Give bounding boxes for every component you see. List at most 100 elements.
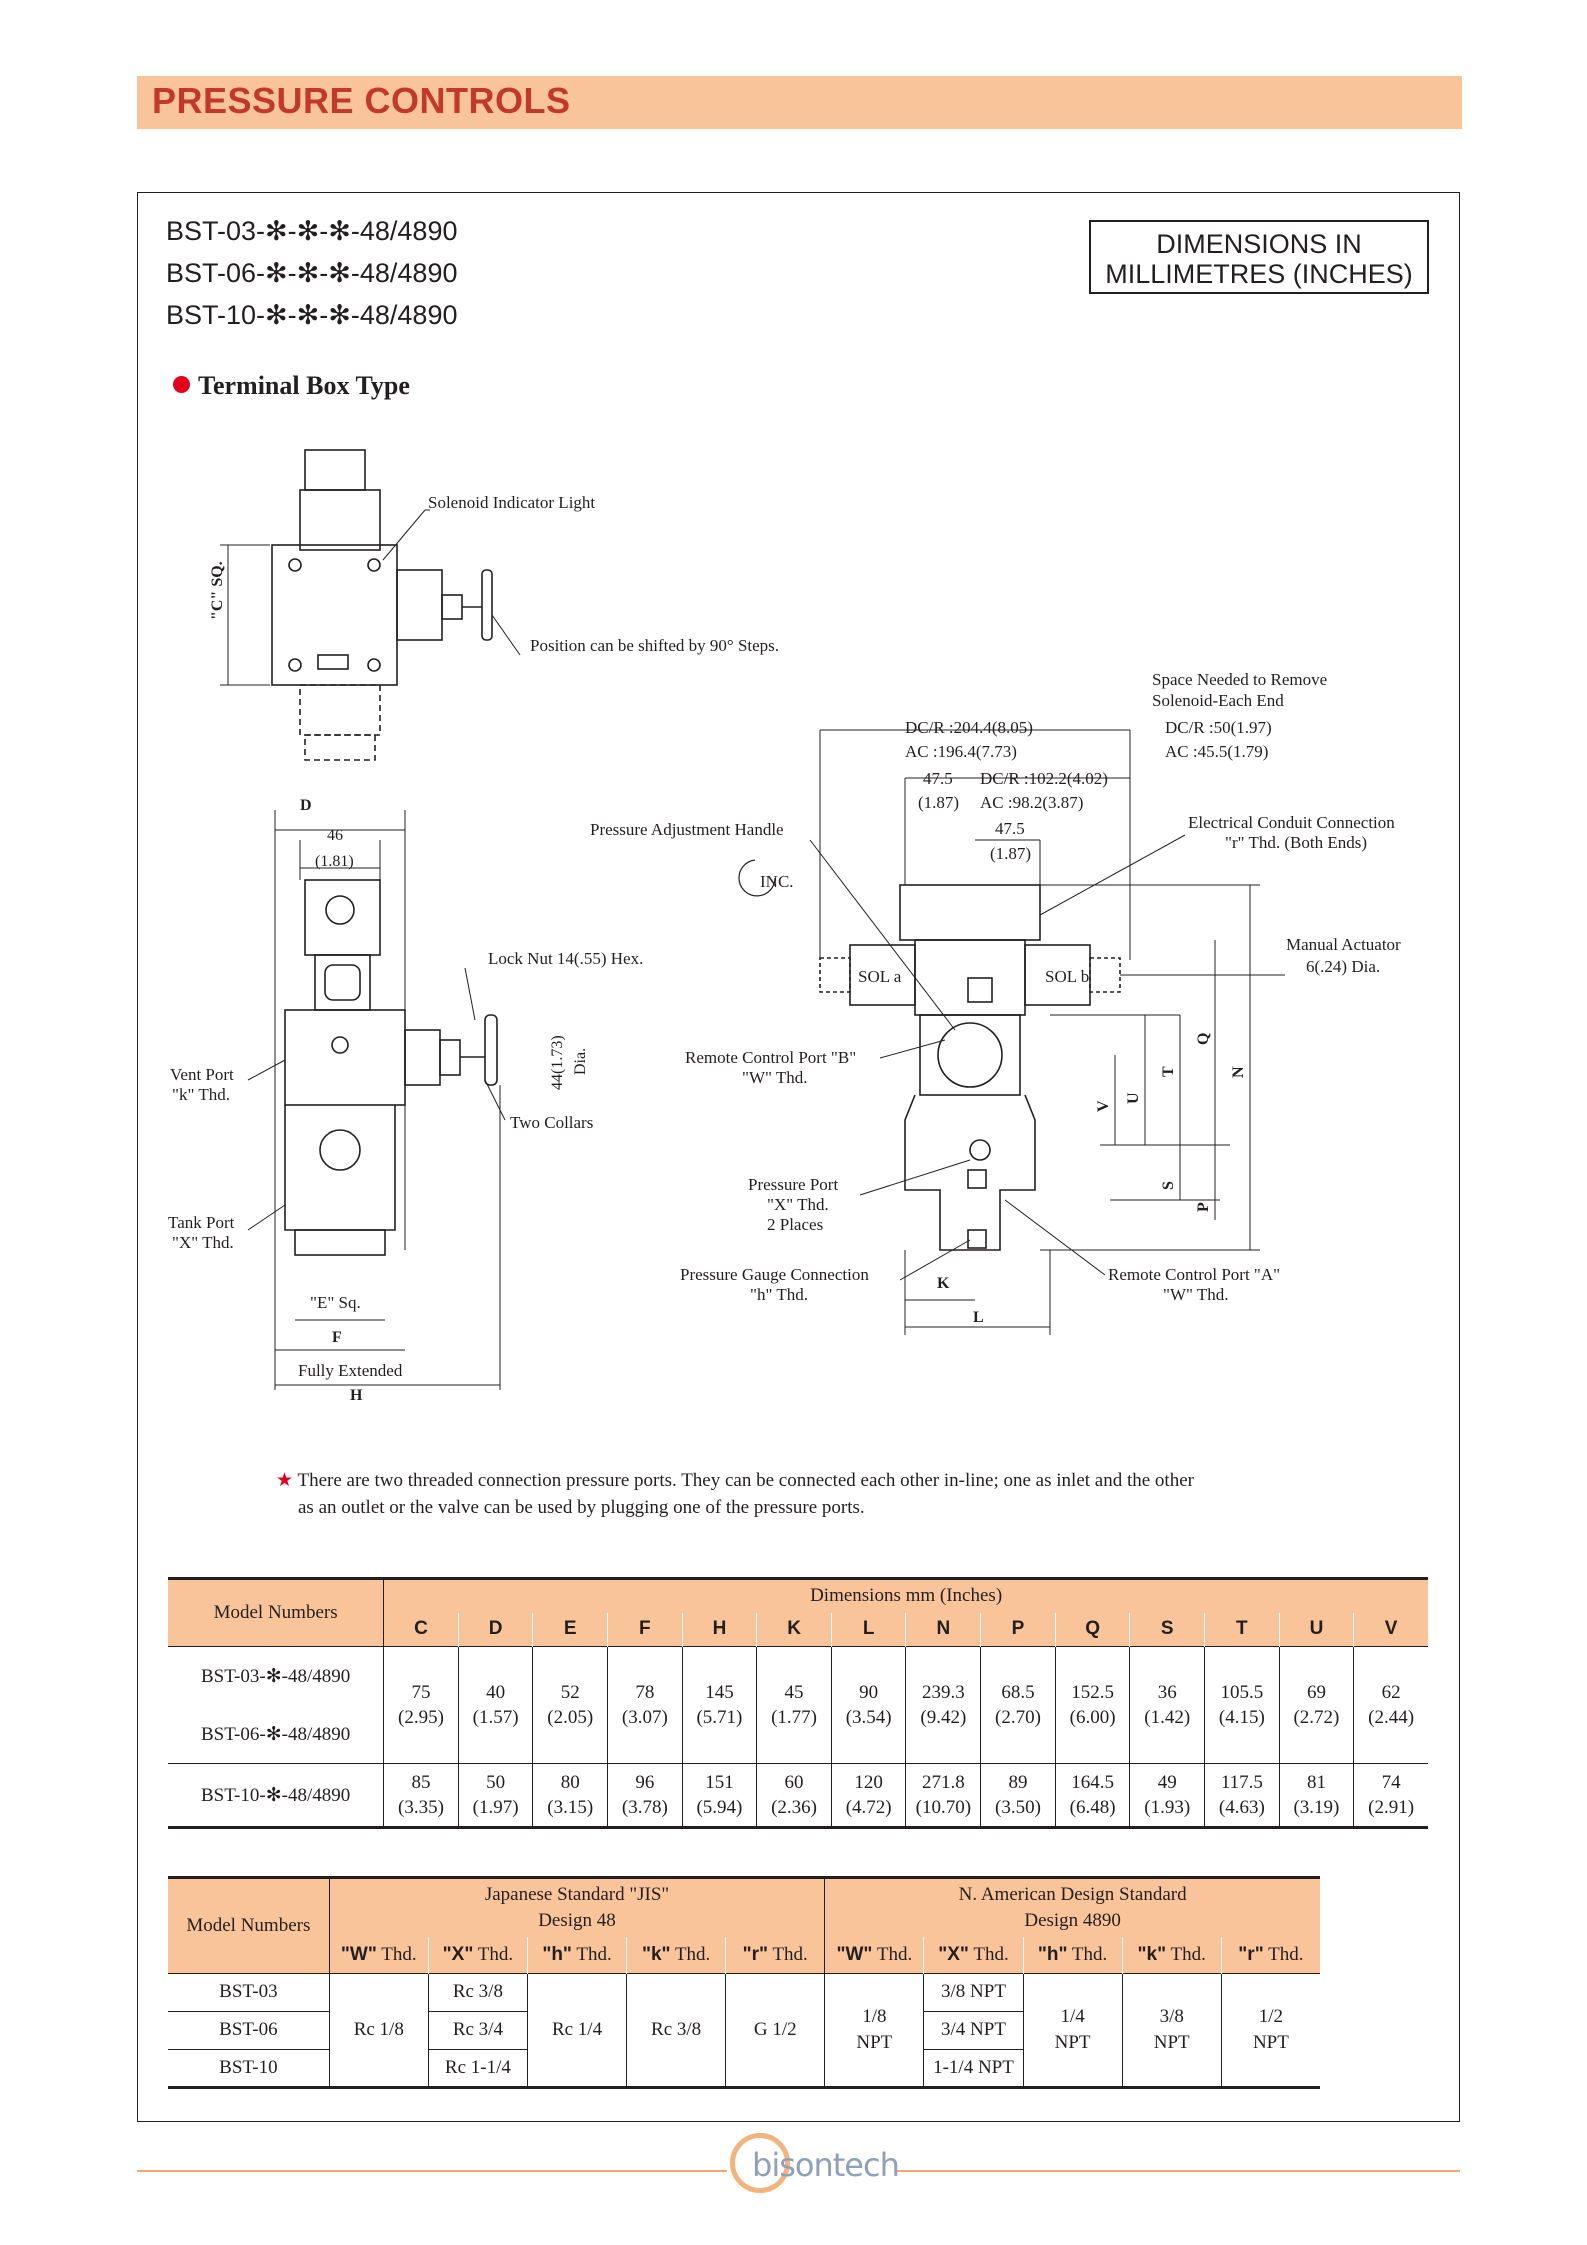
dim-col-u: U — [1279, 1612, 1355, 1647]
label-gauge-conn: Pressure Gauge Connection — [680, 1265, 869, 1284]
dim-value-mm: 40 — [486, 1682, 506, 1703]
dim-value-in: (10.70) — [915, 1797, 972, 1818]
dim-value-in: (5.71) — [696, 1707, 743, 1728]
thread-table: Model Numbers Japanese Standard "JIS"Des… — [168, 1876, 1320, 2089]
label-remote-a-thd: "W" Thd. — [1163, 1285, 1229, 1304]
dim-value-in: (3.50) — [995, 1797, 1041, 1818]
brand-logo: bisontech — [752, 2146, 900, 2184]
dim-cell-t: 105.5 (4.15) — [1204, 1646, 1280, 1764]
dim-cell-e: 80(3.15) — [532, 1763, 609, 1828]
thd-model: BST-10 — [168, 2049, 330, 2087]
dim-model-06: BST-06-✻-48/4890 — [168, 1705, 385, 1764]
jis-x-cell: Rc 3/8 — [428, 1973, 528, 2011]
content-frame — [137, 192, 1460, 2122]
thd-col-8: "k" Thd. — [1122, 1937, 1222, 1973]
jis-x-cell: Rc 1-1/4 — [428, 2049, 528, 2087]
thd-col-0: "W" Thd. — [329, 1937, 429, 1973]
label-47-5-b: 47.5 — [995, 819, 1025, 838]
header-band — [137, 76, 1462, 129]
bullet-icon — [173, 376, 190, 393]
label-sol-a: SOL a — [858, 967, 902, 986]
dimensions-unit-box: DIMENSIONS IN MILLIMETRES (INCHES) — [1089, 220, 1429, 294]
model-line-06: BST-06-✻-✻-✻-48/4890 — [166, 258, 458, 288]
label-position-shift: Position can be shifted by 90° Steps. — [530, 636, 779, 655]
dim-value-in: (2.05) — [547, 1707, 594, 1728]
dim-cell-f: 96(3.78) — [607, 1763, 683, 1828]
dim-col-f: F — [607, 1612, 683, 1647]
label-dcr-204: DC/R :204.4(8.05) — [905, 718, 1033, 737]
dims-box-line2: MILLIMETRES (INCHES) — [1105, 259, 1413, 289]
dim-cell-n: 271.8(10.70) — [905, 1763, 982, 1828]
dim-col-n: N — [905, 1612, 982, 1647]
dim-value-mm: 90 — [859, 1682, 879, 1703]
dim-col-c: C — [383, 1612, 459, 1647]
label-sol-b: SOL b — [1045, 967, 1089, 986]
dim-cell-q: 164.5(6.48) — [1055, 1763, 1131, 1828]
label-ac-98: AC :98.2(3.87) — [980, 793, 1083, 812]
dim-col-h: H — [682, 1612, 758, 1647]
dim-value-mm: 60 — [784, 1772, 804, 1793]
dim-value-mm: 145 — [705, 1682, 734, 1703]
label-t: T — [1160, 1066, 1177, 1077]
dim-value-in: (3.19) — [1293, 1797, 1340, 1818]
label-47-5-a: 47.5 — [923, 769, 953, 788]
jis-w-cell: Rc 1/8 — [329, 1973, 429, 2087]
label-q: Q — [1195, 1033, 1212, 1045]
dim-value-mm: 239.3 — [921, 1682, 965, 1703]
dim-cell-v: 74 (2.91) — [1354, 1764, 1428, 1828]
dim-value-in: (2.91) — [1368, 1797, 1415, 1818]
thd-col-3: "k" Thd. — [626, 1937, 727, 1973]
dim-value-mm: 49 — [1157, 1772, 1177, 1793]
thd-col-9: "r" Thd. — [1221, 1937, 1320, 1973]
thd-model: BST-03 — [168, 1973, 330, 2011]
section-subheading: Terminal Box Type — [173, 371, 410, 401]
thd-col-7: "h" Thd. — [1023, 1937, 1123, 1973]
dims-box-line1: DIMENSIONS IN — [1156, 229, 1362, 259]
dim-cell-t: 117.5(4.63) — [1204, 1763, 1280, 1828]
label-1-87-a: (1.87) — [918, 793, 959, 812]
label-space-dcr: DC/R :50(1.97) — [1165, 718, 1272, 737]
dim-col-k: K — [756, 1612, 832, 1647]
dim-cell-p: 68.5(2.70) — [980, 1646, 1056, 1764]
dim-value-in: (3.15) — [547, 1797, 594, 1818]
thd-col-1: "X" Thd. — [428, 1937, 528, 1973]
footer-rule-left — [137, 2170, 727, 2172]
dim-row: BST-06-✻-48/4890 — [168, 1705, 1428, 1764]
label-solenoid-light: Solenoid Indicator Light — [428, 493, 595, 512]
label-pressure-port-thd: "X" Thd. — [767, 1195, 829, 1214]
dim-value-mm: 74 — [1381, 1772, 1401, 1793]
thd-model: BST-06 — [168, 2011, 330, 2049]
label-gauge-thd: "h" Thd. — [750, 1285, 808, 1304]
dim-value-mm: 75 — [411, 1682, 431, 1703]
dim-cell-d: 40(1.57) — [458, 1646, 534, 1764]
dim-value-in: (4.15) — [1218, 1707, 1265, 1728]
label-lock-nut: Lock Nut 14(.55) Hex. — [488, 949, 643, 968]
dim-value-mm: 69 — [1306, 1682, 1326, 1703]
top-view — [220, 449, 521, 761]
label-k: K — [937, 1275, 950, 1292]
label-v: V — [1095, 1100, 1112, 1112]
label-inc: INC. — [760, 872, 794, 891]
side-view — [247, 810, 506, 1390]
label-two-collars: Two Collars — [510, 1113, 593, 1132]
dim-value-mm: 45 — [784, 1682, 804, 1703]
star-icon: ★ — [276, 1470, 294, 1491]
dim-model-10: BST-10-✻-48/4890 — [168, 1763, 385, 1828]
dim-col-t: T — [1204, 1612, 1280, 1647]
label-vent-port: Vent Port — [170, 1065, 234, 1084]
dim-model-03: BST-03-✻-48/4890 — [168, 1646, 385, 1705]
dim-value-mm: 105.5 — [1220, 1682, 1264, 1703]
thd-model-header: Model Numbers — [168, 1877, 330, 1973]
dim-cell-k: 60(2.36) — [756, 1763, 832, 1828]
dim-value-in: (1.93) — [1144, 1797, 1191, 1818]
dim-cell-d: 50(1.97) — [458, 1763, 534, 1828]
dim-col-v: V — [1353, 1612, 1428, 1647]
na-x-cell: 3/4 NPT — [923, 2011, 1024, 2049]
label-s: S — [1160, 1181, 1177, 1190]
dim-value-in: (1.97) — [472, 1797, 519, 1818]
label-vent-thd: "k" Thd. — [172, 1085, 230, 1104]
